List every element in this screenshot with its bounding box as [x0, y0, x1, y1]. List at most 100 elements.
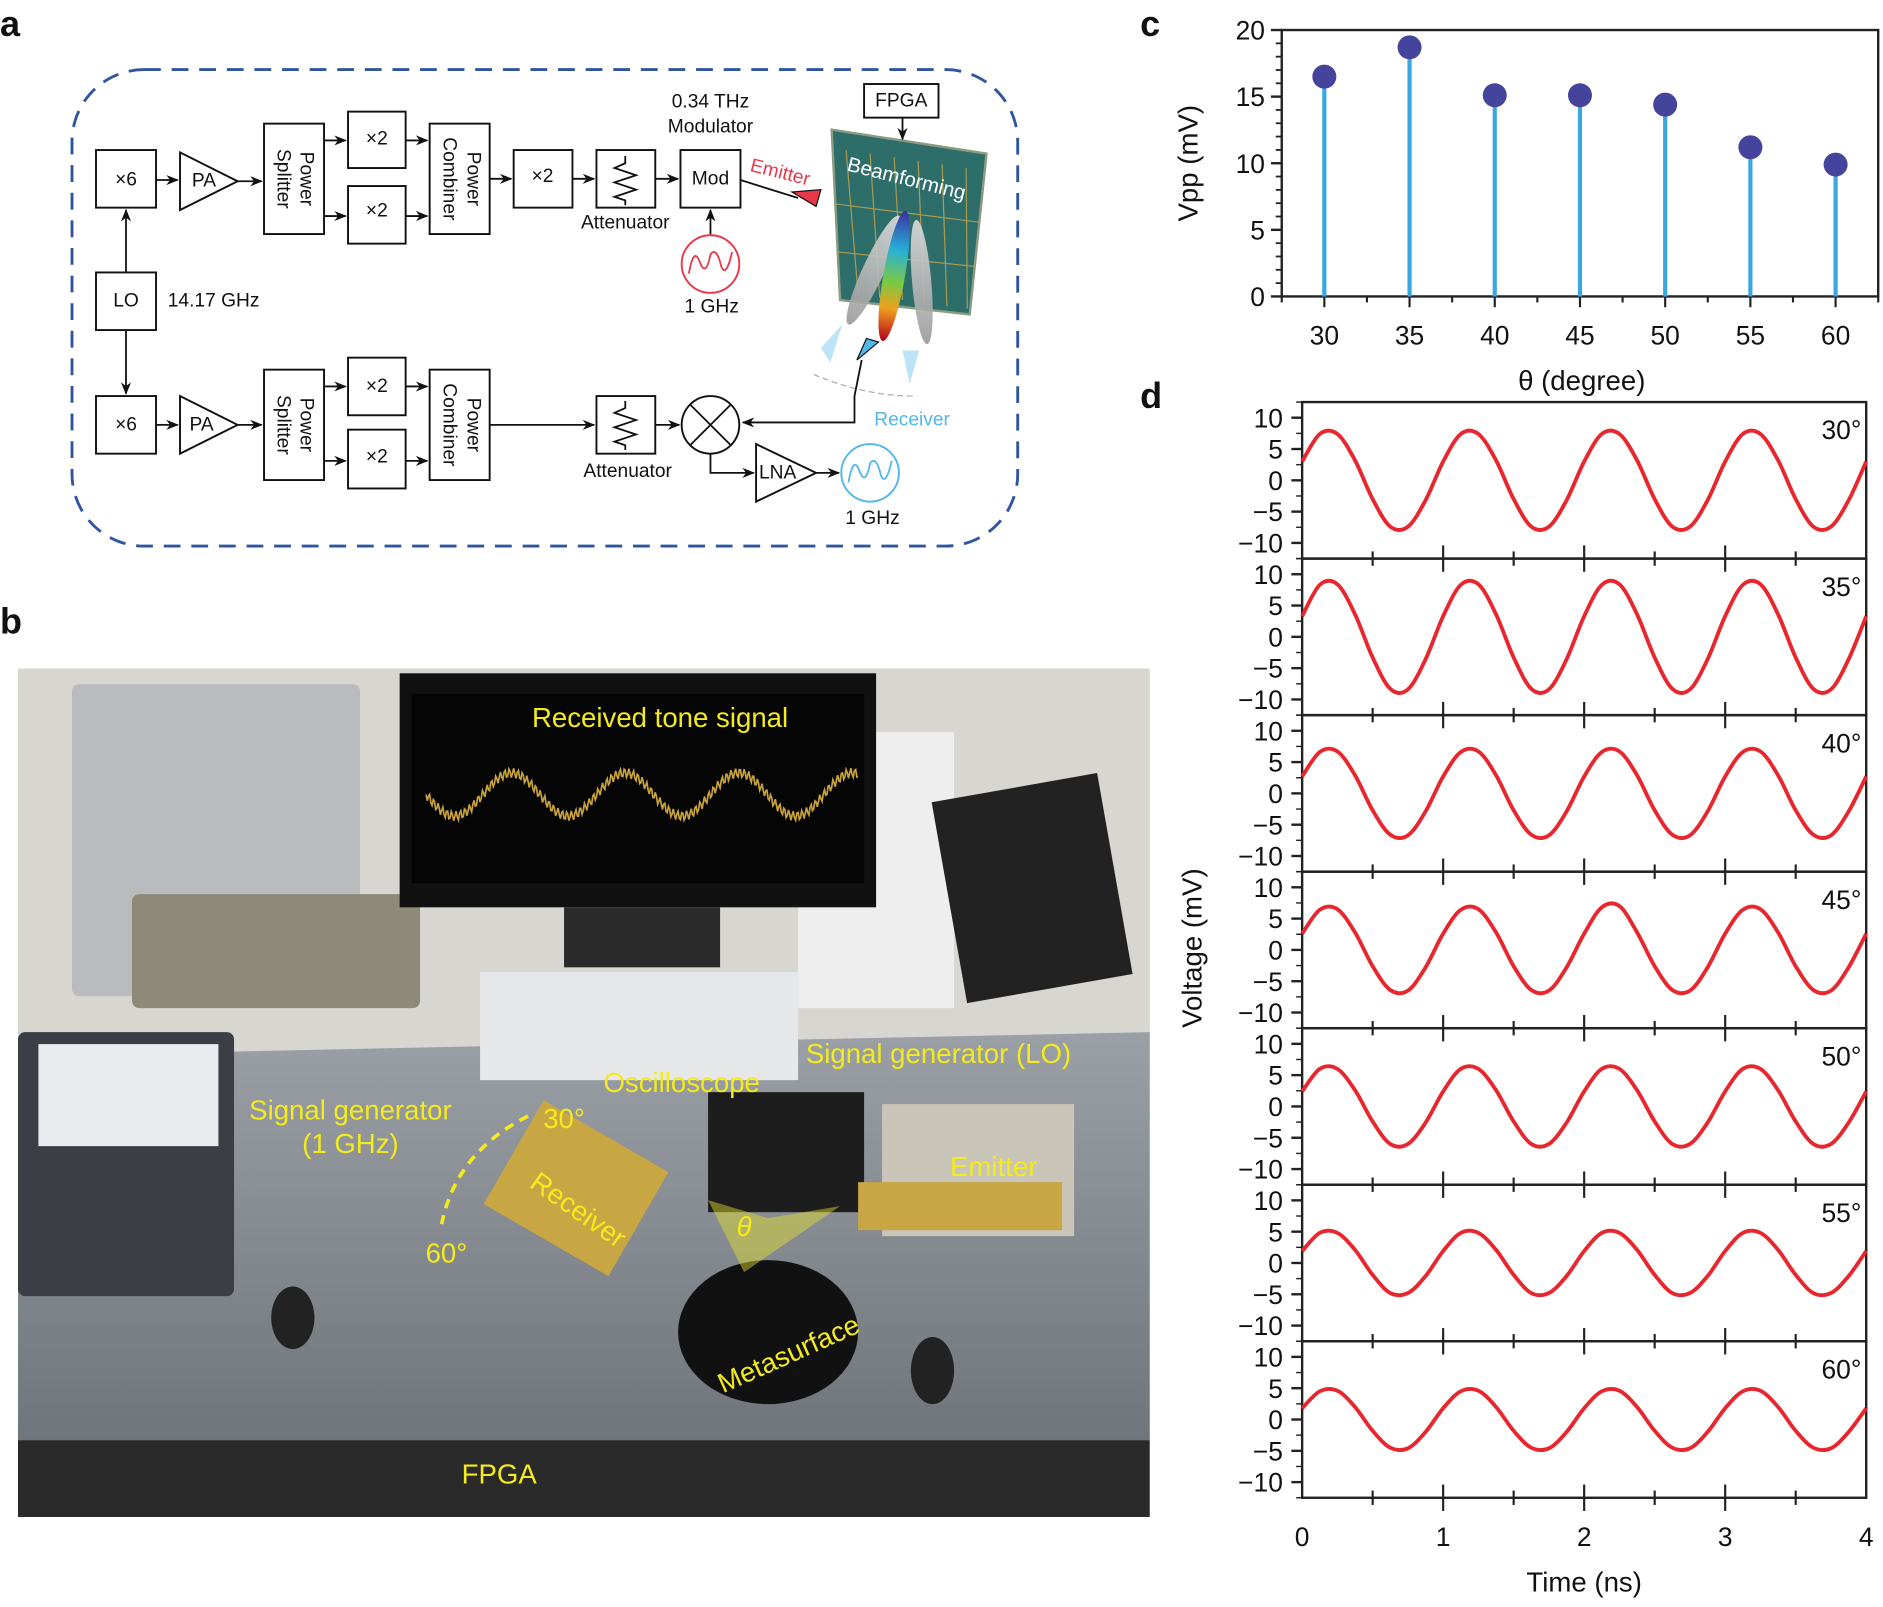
y-tick-label: 10 [1254, 560, 1283, 590]
angle-label: 40° [1821, 728, 1861, 758]
y-tick-label: 5 [1268, 591, 1283, 621]
x-tick-label: 0 [1295, 1522, 1310, 1552]
y-tick-label: 10 [1236, 149, 1265, 179]
chart-c-xlabel: θ (degree) [1518, 365, 1645, 396]
voltage-curve [1300, 1387, 1868, 1452]
power-combiner-top-label2: Combiner [438, 137, 459, 221]
subplot-frame [1300, 1183, 1868, 1343]
y-tick-label: 5 [1268, 1217, 1283, 1247]
y-tick-label: 0 [1268, 779, 1283, 809]
voltage-curve [1300, 1064, 1868, 1149]
x-tick-label: 2 [1577, 1522, 1592, 1552]
y-tick-label: −5 [1253, 1436, 1283, 1466]
y-tick-label: −10 [1238, 1155, 1283, 1185]
multiplier-x2-label: ×2 [366, 447, 388, 468]
block-diagram: ×6 PA Power Splitter ×2 ×2 Power Combine… [70, 68, 1020, 548]
y-tick-label: 10 [1254, 873, 1283, 903]
y-tick-label: 5 [1268, 435, 1283, 465]
y-tick-label: 15 [1236, 82, 1265, 112]
power-combiner-bottom [428, 368, 491, 482]
photo-label-signal-generator-1ghz: Signal generator [249, 1095, 452, 1126]
beam-lobes [846, 211, 933, 345]
receiver-horn-icon [856, 337, 880, 361]
sine-output-icon [840, 443, 900, 503]
resistor-icon [611, 400, 639, 451]
angle-label: 55° [1821, 1198, 1861, 1228]
y-tick-label: 10 [1254, 716, 1283, 746]
y-tick-label: −5 [1253, 654, 1283, 684]
multiplier-x2-top-b [347, 185, 407, 245]
multiplier-x2-label: ×2 [366, 376, 388, 397]
pa-bottom-label: PA [190, 414, 214, 435]
x-tick-label: 35 [1395, 320, 1424, 350]
y-tick-label: 0 [1268, 936, 1283, 966]
modulator-frequency: 0.34 THz [672, 92, 750, 113]
data-point [1482, 83, 1507, 108]
subplot-frame [1300, 870, 1868, 1030]
x-tick-label: 55 [1736, 320, 1765, 350]
multiplier-x6-top-label: ×6 [115, 170, 137, 191]
y-tick-label: 10 [1254, 403, 1283, 433]
photo-label-oscilloscope: Oscilloscope [603, 1067, 759, 1098]
y-tick-label: −10 [1238, 998, 1283, 1028]
source-frequency-bottom: 1 GHz [845, 508, 899, 529]
attenuator-top-label: Attenuator [581, 213, 670, 234]
power-combiner-top-label1: Power [462, 152, 483, 207]
fpga-box [863, 83, 940, 119]
pa-bottom [179, 394, 240, 456]
multiplier-x2-top-a [347, 110, 407, 169]
power-splitter-top-label2: Splitter [273, 149, 294, 209]
power-combiner-bottom-label2: Combiner [438, 383, 459, 467]
pa-top-label: PA [192, 171, 216, 192]
y-tick-label: −5 [1253, 1280, 1283, 1310]
panel-label-c: c [1140, 3, 1160, 44]
sine-source-icon [680, 234, 741, 294]
y-tick-label: −10 [1238, 529, 1283, 559]
data-point [1567, 83, 1592, 108]
chart-d-xlabel: Time (ns) [1526, 1566, 1641, 1597]
x-tick-label: 45 [1565, 320, 1594, 350]
data-point [1397, 35, 1422, 60]
subplot-frame [1300, 557, 1868, 717]
y-tick-label: 0 [1250, 282, 1265, 312]
y-tick-label: 5 [1268, 748, 1283, 778]
voltage-curve [1300, 578, 1868, 695]
y-tick-label: 10 [1254, 1342, 1283, 1372]
y-tick-label: −10 [1238, 842, 1283, 872]
photo-label-emitter: Emitter [950, 1151, 1037, 1182]
lo-label: LO [113, 291, 139, 312]
x-tick-label: 1 [1436, 1522, 1451, 1552]
chart-c-ylabel: Vpp (mV) [1173, 105, 1204, 222]
power-combiner-top [428, 122, 491, 235]
y-tick-label: 0 [1268, 1249, 1283, 1279]
multiplier-x6-bottom [95, 395, 157, 455]
photo-label-signal-generator-1ghz-freq: (1 GHz) [302, 1128, 399, 1159]
multiplier-x2-label: ×2 [366, 129, 388, 150]
y-tick-label: 0 [1268, 466, 1283, 496]
lna-label: LNA [759, 462, 797, 483]
chart-d-ylabel: Voltage (mV) [1176, 868, 1207, 1028]
y-tick-label: −5 [1253, 810, 1283, 840]
photo-label-fpga: FPGA [462, 1458, 538, 1489]
scope-waveform [425, 766, 859, 824]
voltage-curve [1300, 901, 1868, 996]
resistor-icon [611, 156, 639, 206]
photo-label-60deg: 60° [426, 1237, 468, 1268]
power-splitter-bottom [263, 368, 325, 482]
y-tick-label: 20 [1236, 16, 1265, 46]
multiplier-x2-label: ×2 [532, 166, 554, 187]
photo-label-30deg: 30° [543, 1103, 585, 1134]
panel-label-a: a [0, 3, 21, 44]
y-tick-label: 5 [1250, 215, 1265, 245]
modulator-box [679, 149, 742, 209]
multiplier-x6-top [95, 149, 157, 209]
x-tick-label: 3 [1718, 1522, 1733, 1552]
